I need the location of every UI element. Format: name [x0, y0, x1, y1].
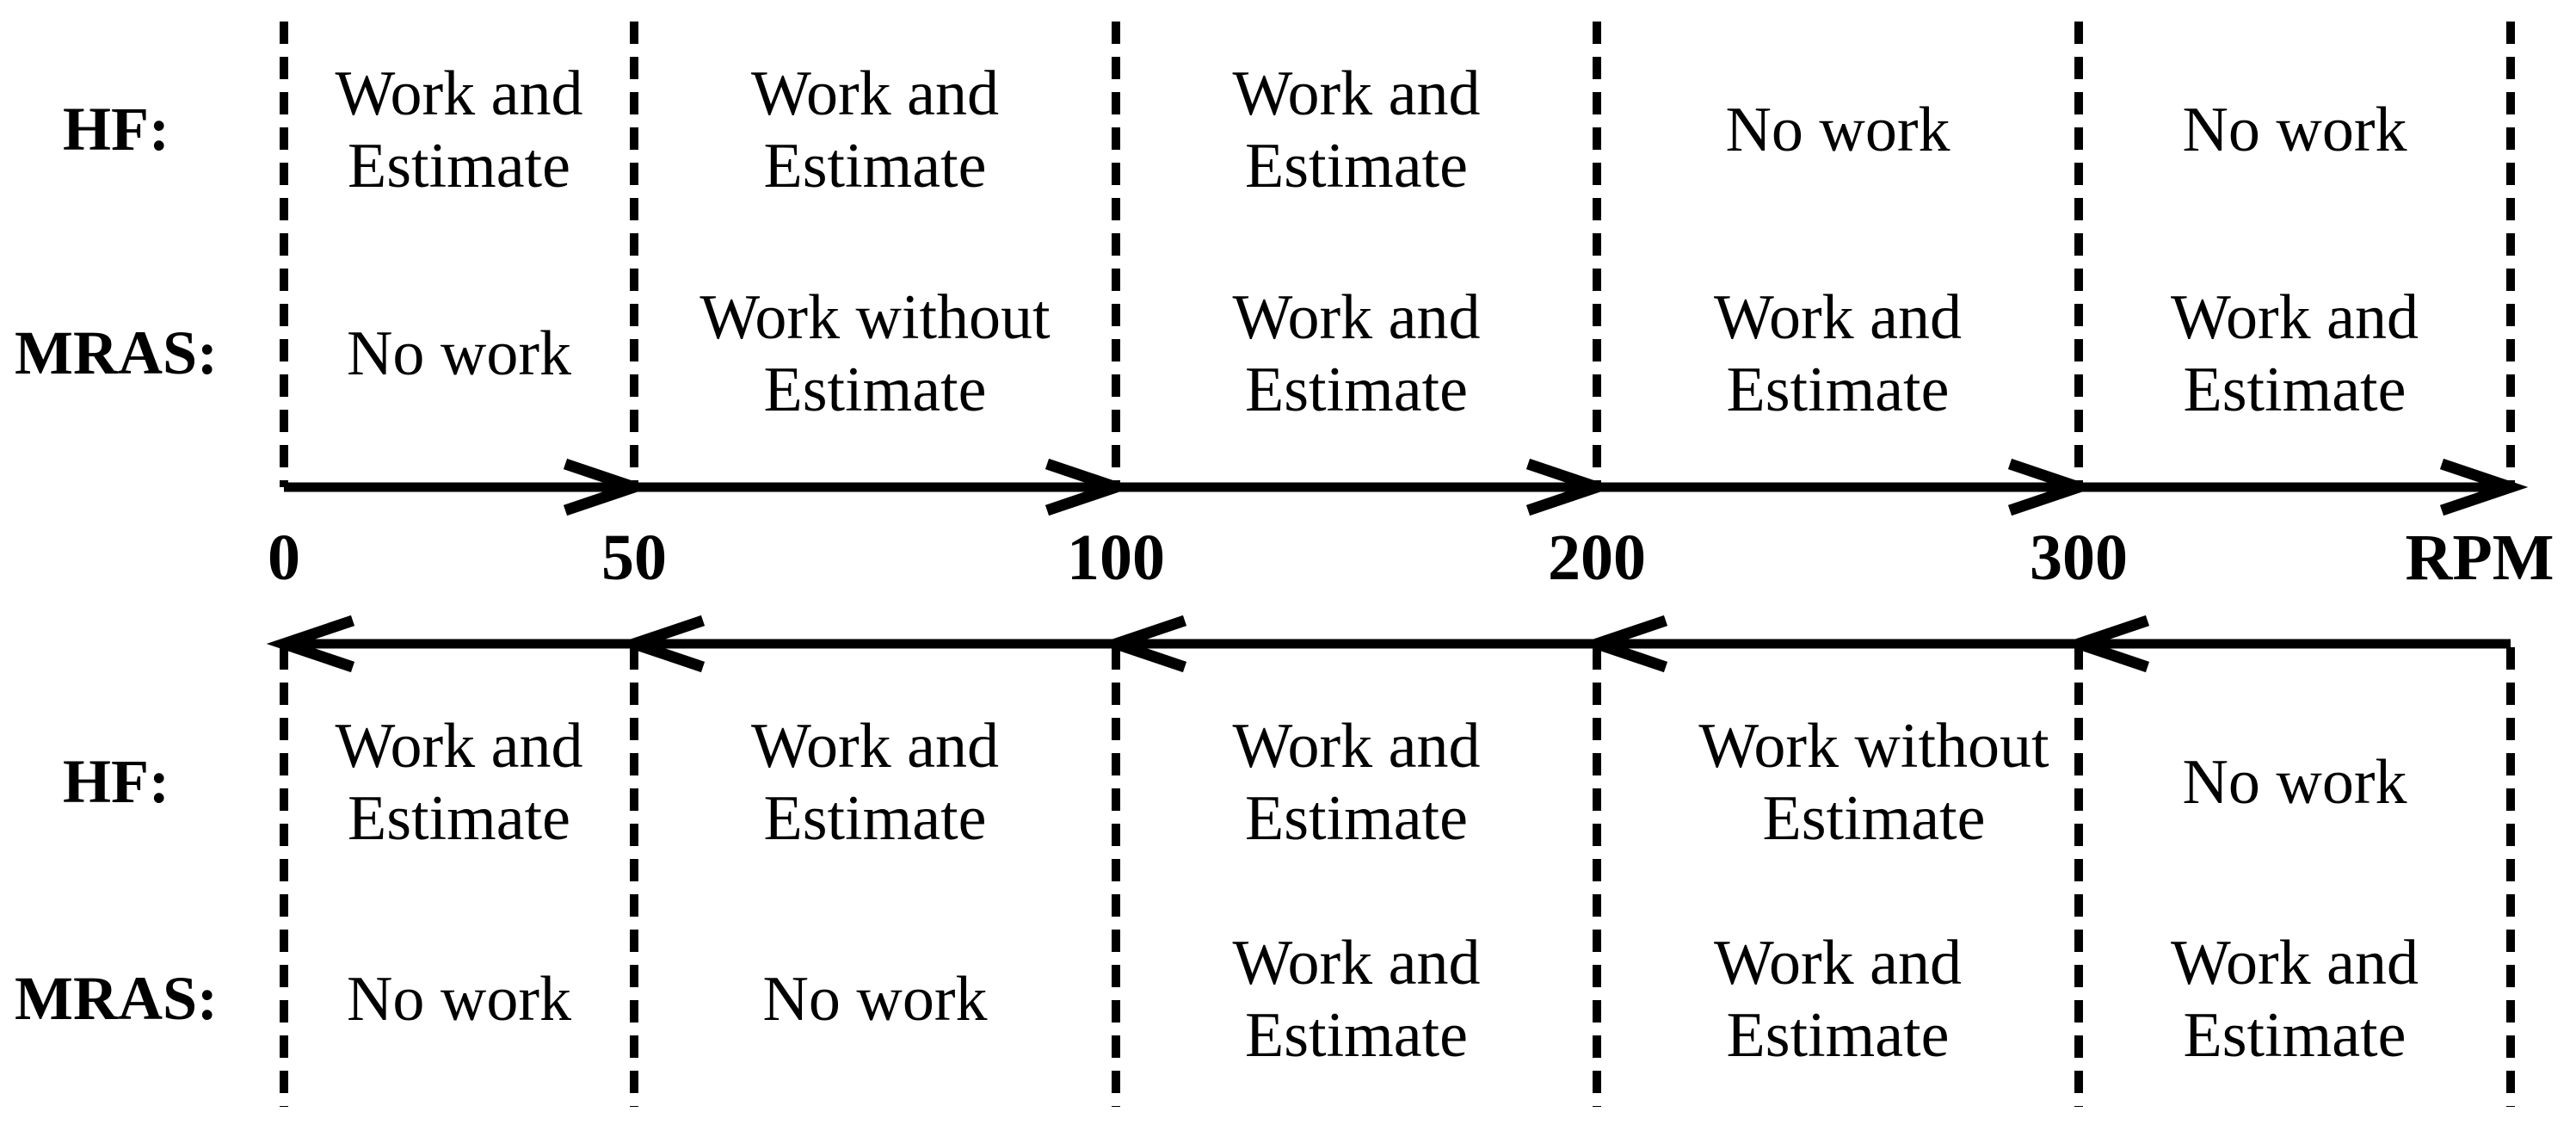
bottom-mras-cell-0-50: No work	[346, 963, 572, 1035]
bottom-mras-cell-100-200: Work and Estimate	[1232, 927, 1481, 1071]
top-hf-cell-0-50: Work and Estimate	[335, 58, 583, 201]
bottom-hf-cell-300-up: No work	[2182, 746, 2407, 818]
bottom-hf-cell-200-300: Work without Estimate	[1698, 710, 2049, 854]
bottom-hf-label: HF:	[63, 747, 169, 816]
top-mras-cell-200-300: Work and Estimate	[1714, 281, 1962, 425]
axis-tick-labels: 0 50 100 200 300 RPM	[0, 515, 2576, 601]
top-mras-label: MRAS:	[15, 318, 218, 387]
arrowhead-right-50rpm	[563, 458, 652, 516]
arrowhead-left-100rpm	[1098, 615, 1187, 673]
bottom-mras-row: MRAS: No work No work Work and Estimate …	[0, 911, 2576, 1087]
arrowhead-left-200rpm	[1579, 615, 1668, 673]
top-mras-cell-300-up: Work and Estimate	[2171, 281, 2419, 425]
bottom-hf-row: HF: Work and Estimate Work and Estimate …	[0, 694, 2576, 870]
arrowhead-left-300rpm	[2061, 615, 2150, 673]
top-hf-cell-300-up: No work	[2182, 94, 2407, 165]
bottom-hf-cell-50-100: Work and Estimate	[751, 710, 999, 854]
bottom-hf-cell-0-50: Work and Estimate	[335, 710, 583, 854]
top-hf-row: HF: Work and Estimate Work and Estimate …	[0, 41, 2576, 218]
top-hf-cell-50-100: Work and Estimate	[751, 58, 999, 201]
arrowhead-left-0rpm	[266, 615, 355, 673]
bottom-hf-cell-100-200: Work and Estimate	[1232, 710, 1481, 854]
arrowhead-right-100rpm	[1045, 458, 1134, 516]
bottom-mras-label: MRAS:	[15, 964, 218, 1033]
bottom-mras-cell-300-up: Work and Estimate	[2171, 927, 2419, 1071]
tick-200: 200	[1548, 521, 1646, 594]
arrowhead-right-200rpm	[1525, 458, 1615, 516]
top-hf-cell-100-200: Work and Estimate	[1232, 58, 1481, 201]
axis-unit-label: RPM	[2405, 521, 2554, 594]
top-mras-cell-0-50: No work	[346, 318, 572, 389]
top-mras-cell-100-200: Work and Estimate	[1232, 281, 1481, 425]
arrowhead-right-300rpm	[2007, 458, 2097, 516]
tick-0: 0	[268, 521, 300, 594]
arrowhead-right-end	[2439, 458, 2529, 516]
top-mras-cell-50-100: Work without Estimate	[699, 281, 1051, 425]
tick-300: 300	[2030, 521, 2128, 594]
bottom-mras-cell-200-300: Work and Estimate	[1714, 927, 1962, 1071]
top-hf-label: HF:	[63, 95, 169, 164]
tick-100: 100	[1067, 521, 1165, 594]
bottom-mras-cell-50-100: No work	[762, 963, 988, 1035]
top-mras-row: MRAS: No work Work without Estimate Work…	[0, 265, 2576, 442]
top-hf-cell-200-300: No work	[1725, 94, 1950, 165]
arrowhead-left-50rpm	[616, 615, 706, 673]
tick-50: 50	[601, 521, 667, 594]
